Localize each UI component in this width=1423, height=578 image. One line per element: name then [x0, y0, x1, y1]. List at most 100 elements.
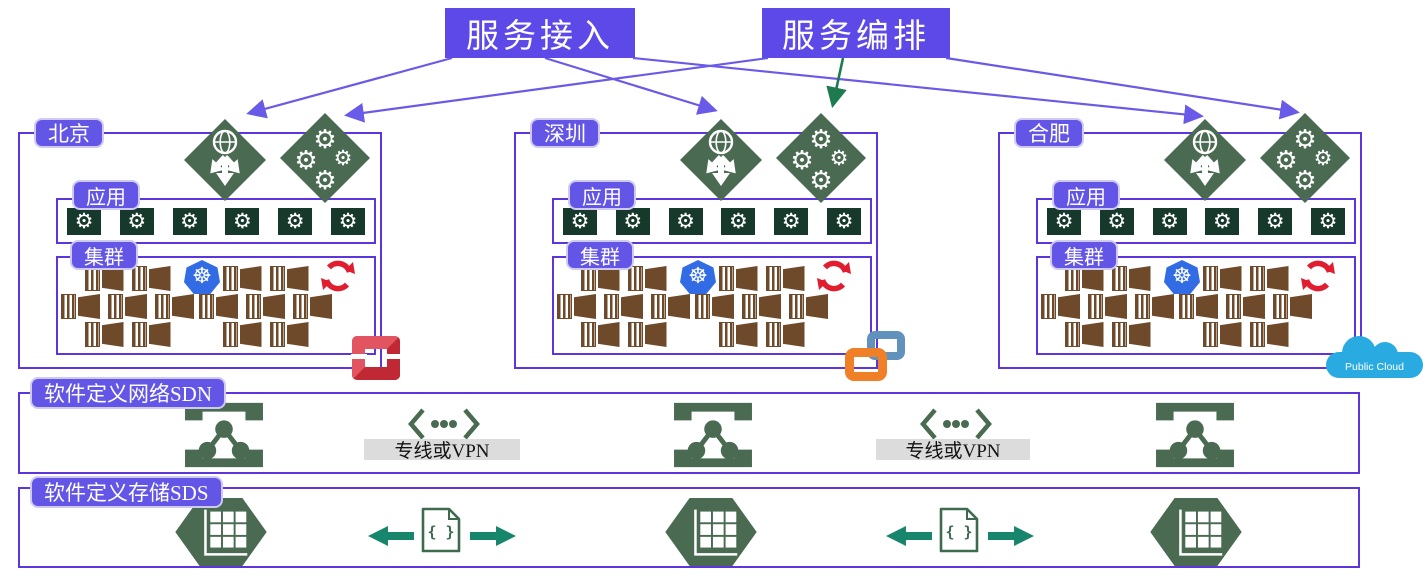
service-orchestration-box: 服务编排 [762, 8, 950, 58]
container-icon [766, 266, 806, 291]
vmware-icon [845, 331, 905, 381]
data-sync-right-arrow-icon [470, 526, 516, 546]
data-sync-left-arrow-icon [368, 526, 414, 546]
storage-hexagon-icon [663, 497, 759, 567]
container-icon [1041, 294, 1081, 319]
flow-access-to-shenzhen [544, 56, 718, 115]
gear-tile-icon [774, 207, 809, 235]
container-icon [742, 294, 782, 319]
region-label: 深圳 [530, 118, 600, 148]
gear-tile-icon [615, 207, 650, 235]
vmware-orange-ring [845, 348, 887, 381]
data-sync-right-arrow-icon [988, 526, 1034, 546]
gear-tile-icon [225, 207, 260, 235]
container-icon [1273, 294, 1313, 319]
flow-orch-to-hefei [945, 56, 1300, 120]
region-shenzhen: 深圳 应用 集群 [514, 132, 878, 369]
cluster-label: 集群 [1050, 240, 1118, 270]
app-label: 应用 [568, 180, 636, 210]
gear-tile-icon [826, 207, 861, 235]
container-icon [1203, 266, 1243, 291]
gear-tile-icon [1310, 207, 1345, 235]
json-doc-icon [939, 507, 979, 553]
gear-tile-icon [1047, 207, 1081, 235]
gear-tile-icon [172, 207, 207, 235]
container-icon [108, 294, 148, 319]
flow-orch-to-shenzhen [826, 57, 847, 109]
sdn-network-icon [1152, 397, 1238, 473]
container-icon [270, 266, 310, 291]
sds-layer-label: 软件定义存储SDS [30, 476, 223, 508]
flow-access-to-beijing [246, 56, 453, 119]
container-icon [1250, 322, 1290, 347]
container-group [1042, 266, 1174, 347]
container-icon [766, 322, 806, 347]
region-beijing: 北京 应用 集群 [18, 132, 382, 369]
container-group [558, 266, 690, 347]
container-icon [85, 322, 125, 347]
gear-tile-icon [278, 207, 313, 235]
gear-tile-icon [1152, 207, 1187, 235]
gear-tile-icon [1258, 207, 1293, 235]
service-access-box: 服务接入 [445, 8, 635, 58]
container-icon [1112, 266, 1152, 291]
container-group [1180, 266, 1312, 347]
cluster-box [56, 256, 376, 355]
container-icon [695, 294, 735, 319]
container-icon [628, 266, 668, 291]
container-group [696, 266, 828, 347]
container-group [200, 266, 332, 347]
container-icon [604, 294, 644, 319]
gear-tile-icon [563, 207, 597, 235]
gear-tile-icon [1099, 207, 1134, 235]
container-icon [132, 266, 172, 291]
gears-diamond-icon [775, 112, 867, 204]
container-icon [293, 294, 333, 319]
region-label: 北京 [34, 118, 104, 148]
container-icon [1250, 266, 1290, 291]
vpn-label: 专线或VPN [876, 439, 1030, 462]
container-icon [61, 294, 101, 319]
gear-tile-icon [119, 207, 154, 235]
container-icon [789, 294, 829, 319]
container-icon [628, 322, 668, 347]
container-icon [132, 322, 172, 347]
data-sync-left-arrow-icon [886, 526, 932, 546]
public-cloud-label: Public Cloud [1345, 361, 1404, 373]
gears-diamond-icon [1259, 112, 1351, 204]
app-box [1036, 198, 1356, 244]
app-label: 应用 [1052, 180, 1120, 210]
container-icon [1088, 294, 1128, 319]
flow-access-to-hefei [632, 56, 1204, 125]
gear-tile-icon [67, 207, 101, 235]
gear-tile-icon [668, 207, 703, 235]
container-icon [223, 266, 263, 291]
container-icon [1135, 294, 1175, 319]
container-icon [155, 294, 195, 319]
gear-tile-icon [1205, 207, 1240, 235]
gear-tile-icon [721, 207, 756, 235]
container-icon [270, 322, 310, 347]
openshift-icon [1300, 258, 1336, 294]
cluster-box [1036, 256, 1356, 355]
openshift-icon [320, 258, 356, 294]
app-label: 应用 [72, 180, 140, 210]
flow-orch-to-beijing [344, 56, 769, 123]
container-icon [581, 322, 621, 347]
app-box [56, 198, 376, 244]
cluster-label: 集群 [70, 240, 138, 270]
json-doc-icon [421, 507, 461, 553]
region-label: 合肥 [1014, 118, 1084, 148]
container-icon [1179, 294, 1219, 319]
app-box [552, 198, 872, 244]
container-group [62, 266, 194, 347]
container-icon [1226, 294, 1266, 319]
load-balancer-diamond-icon [183, 118, 267, 202]
openshift-icon [816, 258, 852, 294]
region-hefei: 合肥 应用 集群 [998, 132, 1362, 369]
container-icon [557, 294, 597, 319]
openstack-icon [351, 336, 401, 380]
gears-diamond-icon [279, 112, 371, 204]
container-icon [199, 294, 239, 319]
cluster-label: 集群 [566, 240, 634, 270]
